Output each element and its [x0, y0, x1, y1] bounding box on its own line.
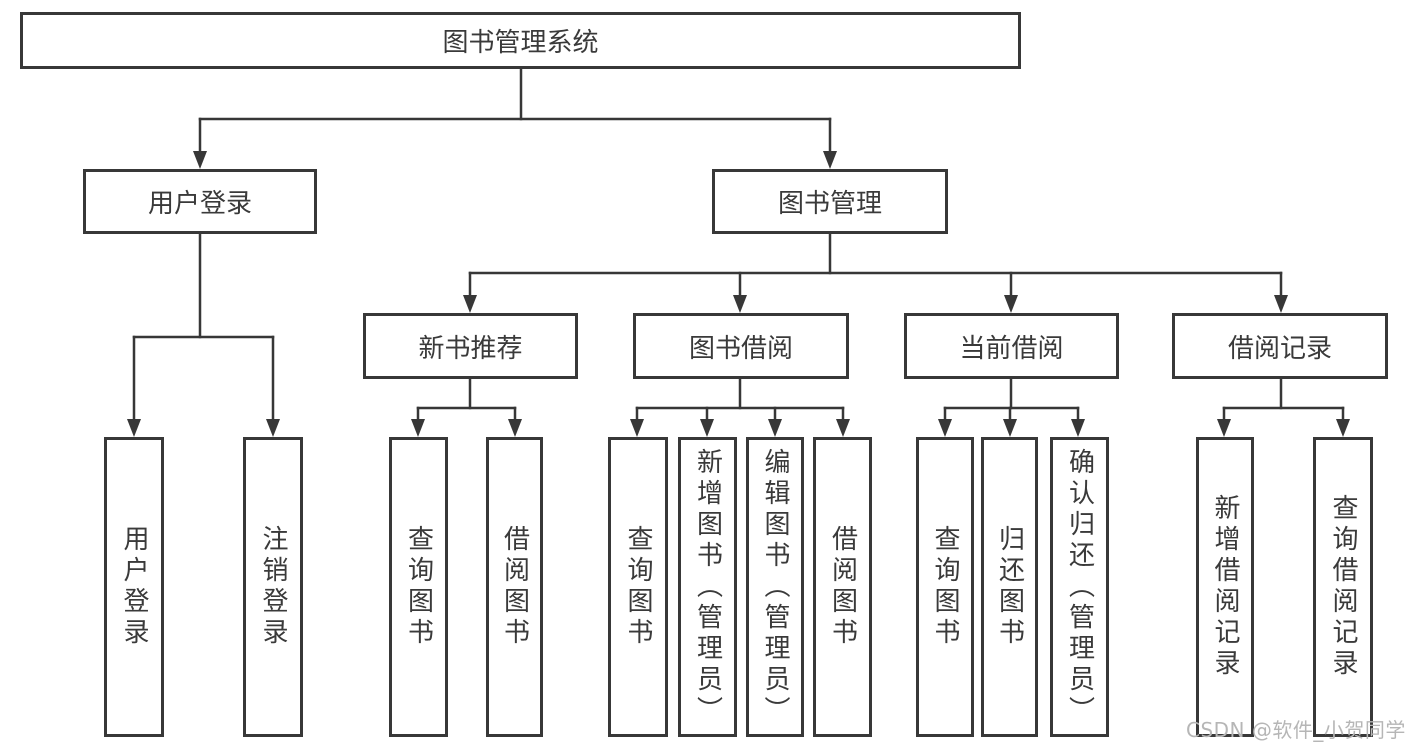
- leaf-borrow-query-books: 查询图书: [608, 437, 668, 737]
- node-borrow-records: 借阅记录: [1172, 313, 1388, 379]
- leaf-newrec-query-books: 查询图书: [389, 437, 448, 737]
- arrowhead-icon: [1003, 419, 1017, 437]
- arrowhead-icon: [1071, 419, 1085, 437]
- node-label: 编辑图书（管理员）: [760, 447, 790, 727]
- node-current-borrow: 当前借阅: [904, 313, 1119, 379]
- leaf-current-confirm-return-admin: 确认归还（管理员）: [1050, 437, 1109, 737]
- leaf-current-return-books: 归还图书: [981, 437, 1038, 737]
- node-user-login: 用户登录: [83, 169, 317, 234]
- arrowhead-icon: [630, 419, 644, 437]
- csdn-watermark: CSDN @软件_小贺同学: [1186, 718, 1405, 742]
- node-label: 查询图书: [403, 525, 434, 649]
- node-label: 注销登录: [258, 525, 288, 649]
- node-label: 借阅记录: [1227, 333, 1332, 364]
- arrowhead-icon: [463, 295, 477, 313]
- node-label: 借阅图书: [827, 525, 858, 649]
- arrowhead-icon: [1004, 295, 1018, 313]
- connector-borrow-records-children: [1217, 376, 1350, 437]
- leaf-records-query-record: 查询借阅记录: [1313, 437, 1373, 737]
- connector-root-to-level2: [193, 66, 837, 169]
- connector-current-borrow-children: [938, 376, 1085, 437]
- connector-user-login-children: [127, 231, 280, 437]
- node-book-borrow: 图书借阅: [633, 313, 849, 379]
- node-label: 新增图书（管理员）: [692, 447, 723, 727]
- arrowhead-icon: [836, 419, 850, 437]
- arrowhead-icon: [193, 151, 207, 169]
- arrowhead-icon: [508, 419, 522, 437]
- node-label: 用户登录: [119, 525, 149, 649]
- node-library-system: 图书管理系统: [20, 12, 1021, 69]
- node-new-book-recommend: 新书推荐: [363, 313, 578, 379]
- node-label: 新增借阅记录: [1210, 494, 1240, 680]
- node-label: 图书管理系统: [442, 28, 599, 58]
- leaf-borrow-edit-books-admin: 编辑图书（管理员）: [746, 437, 804, 737]
- node-label: 归还图书: [994, 525, 1025, 649]
- connector-book-mgmt-to-level3: [463, 231, 1288, 313]
- arrowhead-icon: [1274, 295, 1288, 313]
- leaf-current-query-books: 查询图书: [916, 437, 974, 737]
- node-label: 当前借阅: [959, 333, 1064, 364]
- node-label: 查询图书: [623, 525, 653, 649]
- arrowhead-icon: [768, 419, 782, 437]
- leaf-user-login: 用户登录: [104, 437, 164, 737]
- leaf-logout: 注销登录: [243, 437, 303, 737]
- leaf-records-add-record: 新增借阅记录: [1196, 437, 1254, 737]
- node-label: 确认归还（管理员）: [1064, 447, 1095, 727]
- node-label: 借阅图书: [499, 525, 530, 649]
- leaf-newrec-borrow-books: 借阅图书: [486, 437, 543, 737]
- arrowhead-icon: [733, 295, 747, 313]
- connector-new-book-rec-children: [411, 376, 522, 437]
- arrowhead-icon: [266, 419, 280, 437]
- arrowhead-icon: [1217, 419, 1231, 437]
- node-label: 查询借阅记录: [1328, 494, 1358, 680]
- node-label: 查询图书: [930, 525, 960, 649]
- leaf-borrow-add-books-admin: 新增图书（管理员）: [678, 437, 737, 737]
- node-label: 图书管理: [777, 189, 882, 219]
- arrowhead-icon: [411, 419, 425, 437]
- node-book-management: 图书管理: [712, 169, 948, 234]
- arrowhead-icon: [938, 419, 952, 437]
- leaf-borrow-borrow-books: 借阅图书: [813, 437, 872, 737]
- node-label: 用户登录: [147, 189, 252, 219]
- arrowhead-icon: [823, 151, 837, 169]
- connector-book-borrow-children: [630, 376, 850, 437]
- arrowhead-icon: [700, 419, 714, 437]
- node-label: 图书借阅: [688, 333, 793, 364]
- arrowhead-icon: [127, 419, 141, 437]
- arrowhead-icon: [1336, 419, 1350, 437]
- node-label: 新书推荐: [418, 333, 523, 364]
